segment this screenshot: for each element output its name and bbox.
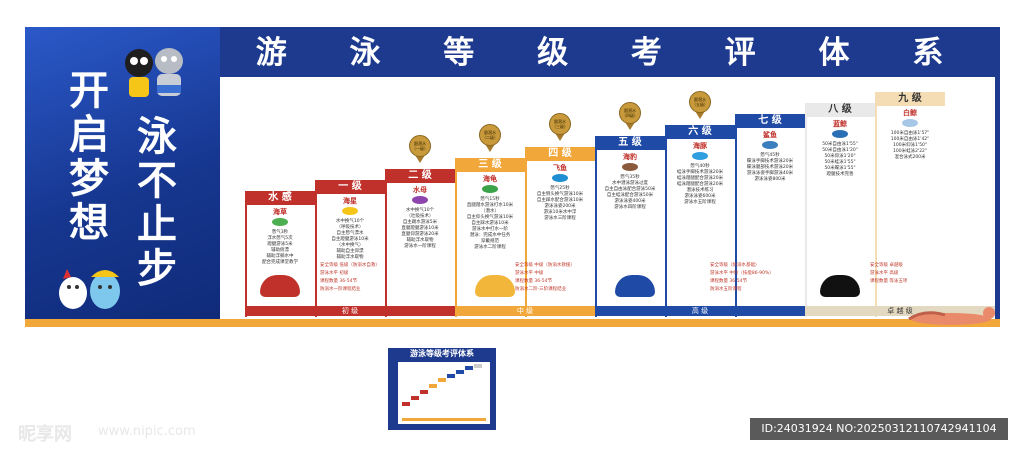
- creature-icon: [762, 141, 778, 149]
- achievement-badge-1: 跟潜水 （一级）: [409, 135, 431, 157]
- mascot-pair-top: [125, 48, 183, 97]
- step-riser: [245, 205, 247, 317]
- step-description-8: 憋气45秒 蝶泳手脚技术游泳20米 蝶泳腿部技术游泳20米 游泳泳姿手脚游泳40…: [746, 153, 794, 182]
- step-riser: [455, 172, 457, 317]
- step-name-3: 水母: [413, 186, 427, 194]
- bottom-accent-strip: [25, 319, 1000, 327]
- tier-3: 高 级: [595, 306, 805, 316]
- thumbnail-panel: [398, 362, 490, 424]
- step-riser: [595, 150, 597, 317]
- swim-cap-icon: [260, 275, 300, 297]
- step-name-2: 海星: [343, 197, 357, 205]
- step-riser: [315, 194, 317, 317]
- achievement-badge-3: 跟潜水 （三级）: [549, 113, 571, 135]
- tier-1: 初 级: [245, 306, 455, 316]
- step-description-5: 憋气25秒 自主侧头换气游泳10米 自主踩水配合游泳10米 游泳泳姿200米 游…: [536, 186, 584, 221]
- watermark-logo: 昵享网: [18, 424, 72, 445]
- creature-icon: [902, 119, 918, 127]
- step-description-3: 水中换气10个 （吐吸技术） 自主踢水游泳5米 直腿蹬腿游泳10米 直腿仰游游泳…: [401, 208, 439, 249]
- step-level-3: 二 级: [385, 169, 455, 183]
- creature-icon: [832, 130, 848, 138]
- requirement-block-1: 安全等级 低级（防溺水自救） 游泳水平 初级 课程数量 36-54节 防溺水一阶…: [320, 263, 380, 292]
- creature-icon: [342, 207, 358, 215]
- swim-cap-icon: [820, 275, 860, 297]
- step-name-9: 蓝鲸: [833, 120, 847, 128]
- step-level-7: 六 级: [665, 125, 735, 139]
- requirement-block-4: 安全等级 卓越级 游泳水平 高级 课程数量 等泳五项: [870, 263, 908, 284]
- achievement-badge-4: 跟潜水 （四级）: [619, 102, 641, 124]
- achievement-badge-5: 跟潜水 （五级）: [689, 91, 711, 113]
- step-description-1: 憋气3秒 浮水憋气5次 蹬腿游泳5米 辅助俯漂 辅助浮躺水中 配合完成课堂教学: [262, 230, 298, 265]
- step-description-9: 50米自由泳1'55" 50米自由泳1'20" 50米仰泳1'20" 50米蛙泳…: [822, 142, 858, 177]
- step-level-1: 水 感: [245, 191, 315, 205]
- step-level-9: 八 级: [805, 103, 875, 117]
- step-name-5: 飞鱼: [553, 164, 567, 172]
- step-riser: [805, 117, 807, 317]
- step-level-10: 九 级: [875, 92, 945, 106]
- step-name-10: 白鲸: [903, 109, 917, 117]
- badge-ribbon: [695, 111, 705, 119]
- step-level-2: 一 级: [315, 180, 385, 194]
- tier-4: 卓 越 级: [805, 306, 995, 316]
- creature-icon: [412, 196, 428, 204]
- thumbnail-title: 游泳等级考评体系: [410, 349, 474, 358]
- swimmer-icon: [908, 307, 995, 325]
- swim-cap-icon: [475, 275, 515, 297]
- creature-icon: [692, 152, 708, 160]
- creature-icon: [482, 185, 498, 193]
- achievement-badge-2: 跟潜水 （二级）: [479, 124, 501, 146]
- image-id-bar: ID:24031924 NO:20250312110742941104: [750, 418, 1008, 440]
- thumbnail-stairs: [402, 364, 486, 421]
- slogan-dream: 开启梦想: [69, 68, 109, 246]
- step-riser: [385, 183, 387, 317]
- badge-ribbon: [555, 133, 565, 141]
- step-riser: [875, 106, 877, 317]
- poster-board: 开启梦想 泳不止步 游 泳 等 级 考 评 体 系 水 感海草憋气3秒 浮水憋气…: [25, 27, 1000, 327]
- step-riser: [665, 139, 667, 317]
- step-description-7: 憋气40秒 蛙泳手脚技术游泳20米 蛙泳蹬腿配合游泳20米 蛙泳蹬腿配合游泳20…: [676, 164, 724, 205]
- mascot-pair-bottom: [59, 269, 120, 309]
- requirement-block-3: 安全等级（防溺水基础） 游泳水平 中阶（技能86-90%） 课程数量 36-54…: [710, 263, 774, 292]
- creature-icon: [272, 218, 288, 226]
- step-name-1: 海草: [273, 208, 287, 216]
- badge-ribbon: [485, 144, 495, 152]
- step-level-8: 七 级: [735, 114, 805, 128]
- requirement-block-2: 安全等级 中级（防溺水救援） 游泳水平 中级 课程数量 36-54节 防溺水二阶…: [515, 263, 575, 292]
- creature-icon: [622, 163, 638, 171]
- badge-ribbon: [415, 155, 425, 163]
- step-level-4: 三 级: [455, 158, 525, 172]
- step-description-10: 100米自由泳1'57" 100米自由泳1'42" 100米仰泳1'50" 10…: [890, 131, 930, 160]
- watermark-url: www.nipic.com: [98, 424, 196, 439]
- step-description-4: 憋气15秒 直腿蹬水游泳打水10米 （潜水） 自主仰头换气游泳10米 自主踩水游…: [466, 197, 514, 250]
- step-riser: [735, 128, 737, 317]
- slogan-panel: [25, 27, 220, 327]
- step-name-4: 海龟: [483, 175, 497, 183]
- creature-icon: [552, 174, 568, 182]
- step-riser: [525, 161, 527, 317]
- levels-panel: 水 感海草憋气3秒 浮水憋气5次 蹬腿游泳5米 辅助俯漂 辅助浮躺水中 配合完成…: [220, 77, 995, 325]
- page-title: 游 泳 等 级 考 评 体 系: [255, 35, 970, 71]
- step-name-8: 鲨鱼: [763, 131, 777, 139]
- step-level-5: 四 级: [525, 147, 595, 161]
- badge-ribbon: [625, 122, 635, 130]
- step-name-7: 海豚: [693, 142, 707, 150]
- step-level-6: 五 级: [595, 136, 665, 150]
- step-name-6: 海豹: [623, 153, 637, 161]
- step-description-6: 憋气35秒 水中潜泳游泳过度 自主自由泳配合游泳50米 自主蛙泳配合游泳50米 …: [604, 175, 656, 210]
- tier-2: 中 级: [455, 306, 595, 316]
- step-description-2: 水中换气10个 （呼吸技术） 自主憋气漂水 自主蹬腿游泳10米 （水中换气） 辅…: [331, 219, 369, 260]
- swim-cap-icon: [615, 275, 655, 297]
- slogan-swim: 泳不止步: [137, 114, 177, 292]
